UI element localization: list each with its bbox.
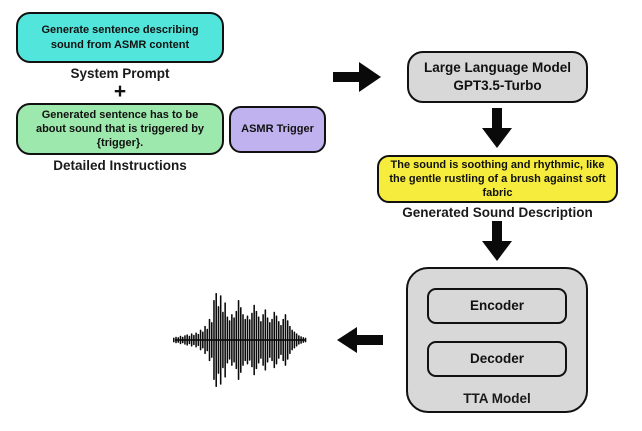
asmr-trigger-box: ASMR Trigger [229,106,326,153]
arrow-down-icon [482,221,512,261]
audio-waveform-icon [173,292,307,388]
tta-model-label: TTA Model [463,391,531,406]
decoder-box: Decoder [427,341,567,377]
system-prompt-label: System Prompt [70,66,170,81]
llm-box-line1: Large Language Model [423,60,572,76]
generated-description-box: The sound is soothing and rhythmic, like… [377,155,618,203]
generated-description-label: Generated Sound Description [402,205,593,220]
detailed-instructions-box: Generated sentence has to be about sound… [16,103,224,155]
arrow-left-icon [337,327,383,353]
llm-box-line2: GPT3.5-Turbo [453,78,542,93]
plus-sign: + [113,80,127,103]
arrow-right-icon [333,62,381,92]
arrow-down-icon [482,108,512,148]
encoder-box: Encoder [427,288,567,324]
detailed-instructions-label: Detailed Instructions [53,158,187,173]
system-prompt-box: Generate sentence describing sound from … [16,12,224,63]
llm-box: Large Language Model GPT3.5-Turbo [407,51,588,103]
